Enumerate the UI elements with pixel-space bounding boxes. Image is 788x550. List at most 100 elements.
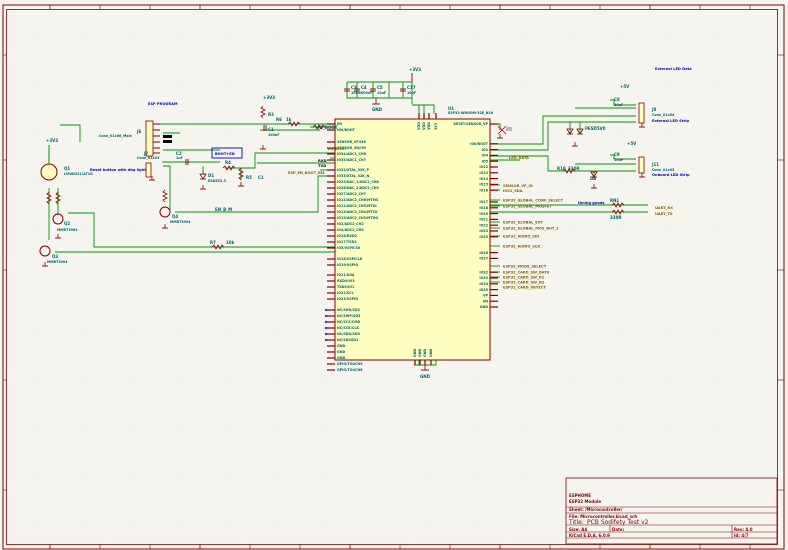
j11-note: Onboard LED Strip <box>652 173 690 177</box>
title-prefix: Title: <box>568 519 584 526</box>
grid-dot <box>228 83 230 85</box>
grid-dot <box>522 181 524 183</box>
grid-dot <box>81 524 83 526</box>
grid-dot <box>228 279 230 281</box>
mcu-pin-label-left: GND <box>337 350 345 354</box>
transistor-q2[interactable]: Q2 MMBT3904 <box>52 213 78 232</box>
transistor-q3[interactable]: Q3 MMBT3904 <box>39 245 68 264</box>
global-net-label: ESP32_MODE_SELECT <box>503 265 547 269</box>
mcu-pin-label-right: IO13 <box>479 171 488 175</box>
grid-dot <box>767 181 769 183</box>
grid-dot <box>81 34 83 36</box>
mcu-pin-label-right: IO27 <box>479 257 488 261</box>
c2-value: 1uF <box>176 156 183 160</box>
grid-dot <box>767 34 769 36</box>
grid-dot <box>277 230 279 232</box>
mcu-pin-label-left: IO0/BOOT <box>337 128 356 132</box>
grid-dot <box>767 377 769 379</box>
mcu-pin-label-left: IO2/ADC2_CH2 <box>337 222 364 226</box>
grid-dot <box>620 132 622 134</box>
mcu-pin-label-right: IO26 <box>479 251 488 255</box>
grid-dot <box>179 181 181 183</box>
global-net-label: ESP32_AUDIO_SCK <box>503 245 540 249</box>
grid-dot <box>130 34 132 36</box>
global-net-label: ESP32_GLOBAL_EXT <box>503 221 543 225</box>
mcu-u1[interactable]: U1 ESP32-WROOM-32E_N16 ENIO0/BOOTSENSOR_… <box>324 106 498 372</box>
r10-ref: R10 <box>557 166 566 171</box>
mcu-pin-label-left: IO26/DAC_2/ADC2_CH9 <box>337 186 380 190</box>
cap-ref: C4 <box>361 85 367 90</box>
grid-dot <box>326 377 328 379</box>
grid-dot <box>767 83 769 85</box>
r3-ref: R3 <box>268 112 274 117</box>
grid-dot <box>718 181 720 183</box>
transistor-q4[interactable]: Q4 MMBT3904 <box>159 206 191 224</box>
r4-ref: R4 <box>225 160 231 165</box>
grid-dot <box>522 34 524 36</box>
grid-dot <box>326 34 328 36</box>
grid-dot <box>620 377 622 379</box>
title-sheet-path: Sheet: /Microcontroller/ <box>569 507 623 512</box>
grid-dot <box>228 475 230 477</box>
grid-dot <box>620 34 622 36</box>
cap-value: 100nF <box>361 91 372 95</box>
grid-dot <box>522 328 524 330</box>
mcu-pin-label-left: IO23/VSPID <box>337 297 358 301</box>
grid-dot <box>228 426 230 428</box>
vcc-label-top: +3V3 <box>263 95 275 100</box>
resistor-icon <box>211 244 225 250</box>
grid-dot <box>326 524 328 526</box>
grid-dot <box>669 328 671 330</box>
grid-dot <box>522 524 524 526</box>
grid-dot <box>620 230 622 232</box>
mcu-pin-label-left: NC/SHD/SD2 <box>337 308 360 312</box>
grid-dot <box>326 279 328 281</box>
grid-dot <box>228 230 230 232</box>
grid-dot <box>424 377 426 379</box>
right-net-labels: SENSOR_VP_IOIO21_SDAESP32_GLOBAL_CONF_SE… <box>503 184 564 290</box>
grid-dot <box>277 377 279 379</box>
c2-ref: C2 <box>176 151 182 156</box>
c8-value: 10uF <box>614 103 623 107</box>
no-connect-marker <box>497 125 512 135</box>
led-q1[interactable]: +3V3 Q1 LMUN2211LT1G <box>40 138 93 181</box>
global-net-label: ESP32_CARD_SW_D1 <box>503 276 545 280</box>
connector-j6[interactable]: J6 Conn_01x06_Male <box>99 120 172 157</box>
j6-ref: J6 <box>136 129 141 134</box>
grid-dot <box>620 83 622 85</box>
grid-dot <box>277 181 279 183</box>
grid-dot <box>571 279 573 281</box>
cap-ref: C17 <box>407 85 416 90</box>
connector-j8[interactable]: J8 Conn_01x04 External LED Strip <box>638 102 689 124</box>
mcu-pin-label-right: IO2 <box>482 148 488 152</box>
mcu-pin-label-left: IO33/XTAL_32K_N <box>337 174 369 178</box>
vcc-label-q1: +3V3 <box>46 138 58 143</box>
mcu-pin-label-top: 3V3 <box>434 122 438 130</box>
connector-j7[interactable]: J7 Conn_01x03 <box>137 151 160 178</box>
mcu-pin-label-left: IO4/ADC2_CH0 <box>337 228 364 232</box>
mcu-pin-label-left: IO12/ADC2_CH5/MTDI <box>337 204 377 208</box>
global-net-label: ESP32_AUDIO_SDI <box>503 235 539 239</box>
grid-dot <box>277 34 279 36</box>
grid-dot <box>277 328 279 330</box>
mcu-pin-label-left: GPIO/TOUCH8 <box>337 368 363 372</box>
global-net-label: ESP32_GLOBAL_MOSFET <box>503 205 552 209</box>
grid-dot <box>130 328 132 330</box>
global-net-label: ESP32_CARD_DETECT <box>503 286 546 290</box>
resistor-icon <box>162 189 168 203</box>
uart-tx-label: UART_TX <box>655 212 673 216</box>
grid-dot <box>130 181 132 183</box>
mcu-pin-label-left: IO13/ADC2_CH4/MTCK <box>337 210 378 214</box>
connector-j11[interactable]: J11 Conn_01x03 Onboard LED Strip <box>638 156 690 177</box>
mcu-pin-label-right: IO19 <box>479 212 488 216</box>
resistor-icon <box>238 167 244 181</box>
grid-dot <box>669 230 671 232</box>
global-net-label: IO21_SDA <box>503 189 523 193</box>
grid-dot <box>522 279 524 281</box>
title-text: PCB Sodifety Test v2 <box>587 519 649 526</box>
note-esp-program: ESP PROGRAM <box>148 102 178 106</box>
q1-value: LMUN2211LT1G <box>64 172 93 176</box>
grid-dot <box>179 328 181 330</box>
mcu-pin-label-right: IO15 <box>479 183 488 187</box>
